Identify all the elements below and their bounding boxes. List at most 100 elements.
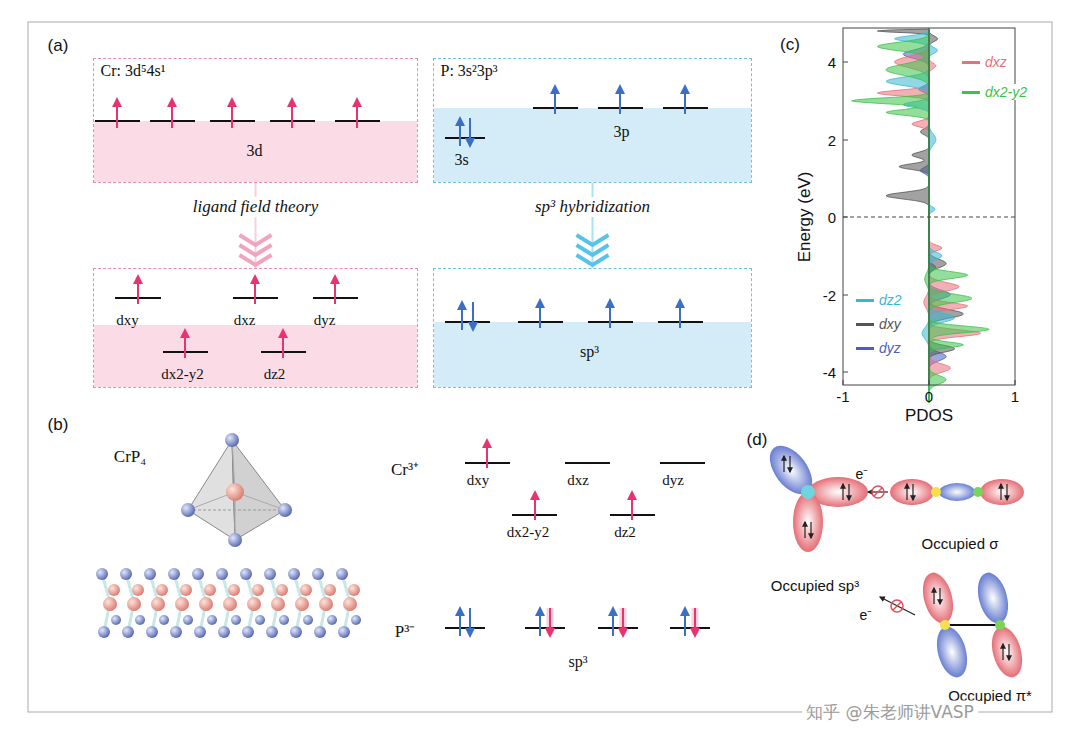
panel-a-levels [94, 86, 751, 387]
cr-atom [247, 597, 261, 611]
panel-label: 0 [828, 209, 836, 226]
panel-label: -1 [836, 388, 849, 405]
legend-swatch [856, 323, 874, 326]
panel-label: 2 [828, 132, 836, 149]
legend-text: dxy [877, 316, 903, 332]
frame [28, 22, 1052, 712]
panel-label: -2 [823, 287, 836, 304]
orbital-label: 3p [614, 123, 630, 141]
p-atom [290, 626, 302, 638]
panel-label: (a) [48, 36, 69, 56]
p-atom [216, 568, 228, 580]
panel-label: dyz [662, 472, 684, 489]
cr-atom [175, 597, 189, 611]
p-atom [120, 568, 132, 580]
orbital-sketches [761, 438, 1027, 681]
watermark: 知乎 @朱老师讲VASP [802, 701, 978, 724]
cr-atom [132, 584, 144, 596]
panel-label: sp³ [568, 653, 587, 671]
panel-label: -4 [823, 364, 836, 381]
pdos-curve [877, 29, 929, 403]
cr-atom [156, 584, 168, 596]
pdos-curve [929, 29, 989, 403]
p-atom [183, 615, 193, 625]
p-atom [111, 615, 121, 625]
p-atom [314, 626, 326, 638]
cr-atom [204, 584, 216, 596]
pdos-curve [877, 29, 929, 403]
orbital-label: 3s [454, 151, 468, 169]
p-atom [336, 568, 348, 580]
orbital-box: dxydxzdyzdx2-y2dz2 [93, 268, 418, 388]
cr-atom [300, 584, 312, 596]
p-atom [279, 615, 289, 625]
orbital-label: sp³ [580, 343, 599, 361]
panel-label: Occupied σ [922, 535, 999, 552]
tetrahedron [181, 433, 292, 547]
legend-swatch [962, 61, 980, 64]
cr-atom [103, 597, 117, 611]
cr-atom [276, 584, 288, 596]
panel-label: Cr³⁺ [391, 457, 419, 480]
crystal-lattice [96, 568, 361, 638]
panel-label: 0 [925, 388, 933, 405]
p-atom [170, 626, 182, 638]
orbital-box: sp³ [433, 268, 752, 388]
p-atom [146, 626, 158, 638]
cr-atom [180, 584, 192, 596]
cr-atom [127, 597, 141, 611]
legend-swatch [962, 91, 980, 94]
edge-label: ligand field theory [190, 197, 322, 217]
p-atom [192, 568, 204, 580]
p-atom [303, 615, 313, 625]
orbital-label: P: 3s²3p³ [441, 62, 498, 80]
p-atom [231, 615, 241, 625]
legend-text: dx2-y2 [983, 84, 1029, 100]
p-atom [194, 626, 206, 638]
orbital-label: Cr: 3d⁵4s¹ [101, 62, 166, 80]
panel-label: 1 [1011, 388, 1019, 405]
p-atom [242, 626, 254, 638]
cr-atom [199, 597, 213, 611]
p-atom [351, 615, 361, 625]
cr-atom [108, 584, 120, 596]
p-atom [122, 626, 134, 638]
cr-atom [295, 597, 309, 611]
panel-label: dxy [467, 472, 490, 489]
p-atom [264, 568, 276, 580]
p-atom [144, 568, 156, 580]
cr-atom [223, 597, 237, 611]
p-atom [159, 615, 169, 625]
p-atom [168, 568, 180, 580]
panel-label: dz2 [614, 524, 636, 541]
legend-text: dyz [877, 340, 903, 356]
legend-text: dz2 [877, 292, 904, 308]
legend-swatch [856, 347, 874, 350]
orbital-box: P: 3s²3p³ 3s 3p [433, 58, 752, 183]
cr-atom [348, 584, 360, 596]
panel-label: Energy (eV) [795, 172, 815, 263]
panel-label: 4 [828, 54, 836, 71]
p-atom [98, 626, 110, 638]
chevron [240, 235, 272, 245]
panel-label: P³⁻ [395, 619, 416, 642]
cr-atom [252, 584, 264, 596]
legend-swatch [856, 299, 874, 302]
p-atom [327, 615, 337, 625]
panel-label: (d) [747, 430, 768, 450]
p-atom [312, 568, 324, 580]
cr-atom [319, 597, 333, 611]
cr-atom [324, 584, 336, 596]
orbital-label: dxy [116, 311, 139, 328]
panel-label: dx2-y2 [507, 524, 550, 541]
chevron [577, 235, 609, 245]
orbital-label: dx2-y2 [161, 365, 204, 382]
p-atom [218, 626, 230, 638]
cr-atom [271, 597, 285, 611]
legend-text: dxz [983, 54, 1009, 70]
cr-atom [343, 597, 357, 611]
panel-label: e⁻ [860, 605, 873, 624]
orbital-label: dxz [234, 311, 256, 328]
orbital-label: dz2 [264, 365, 286, 382]
